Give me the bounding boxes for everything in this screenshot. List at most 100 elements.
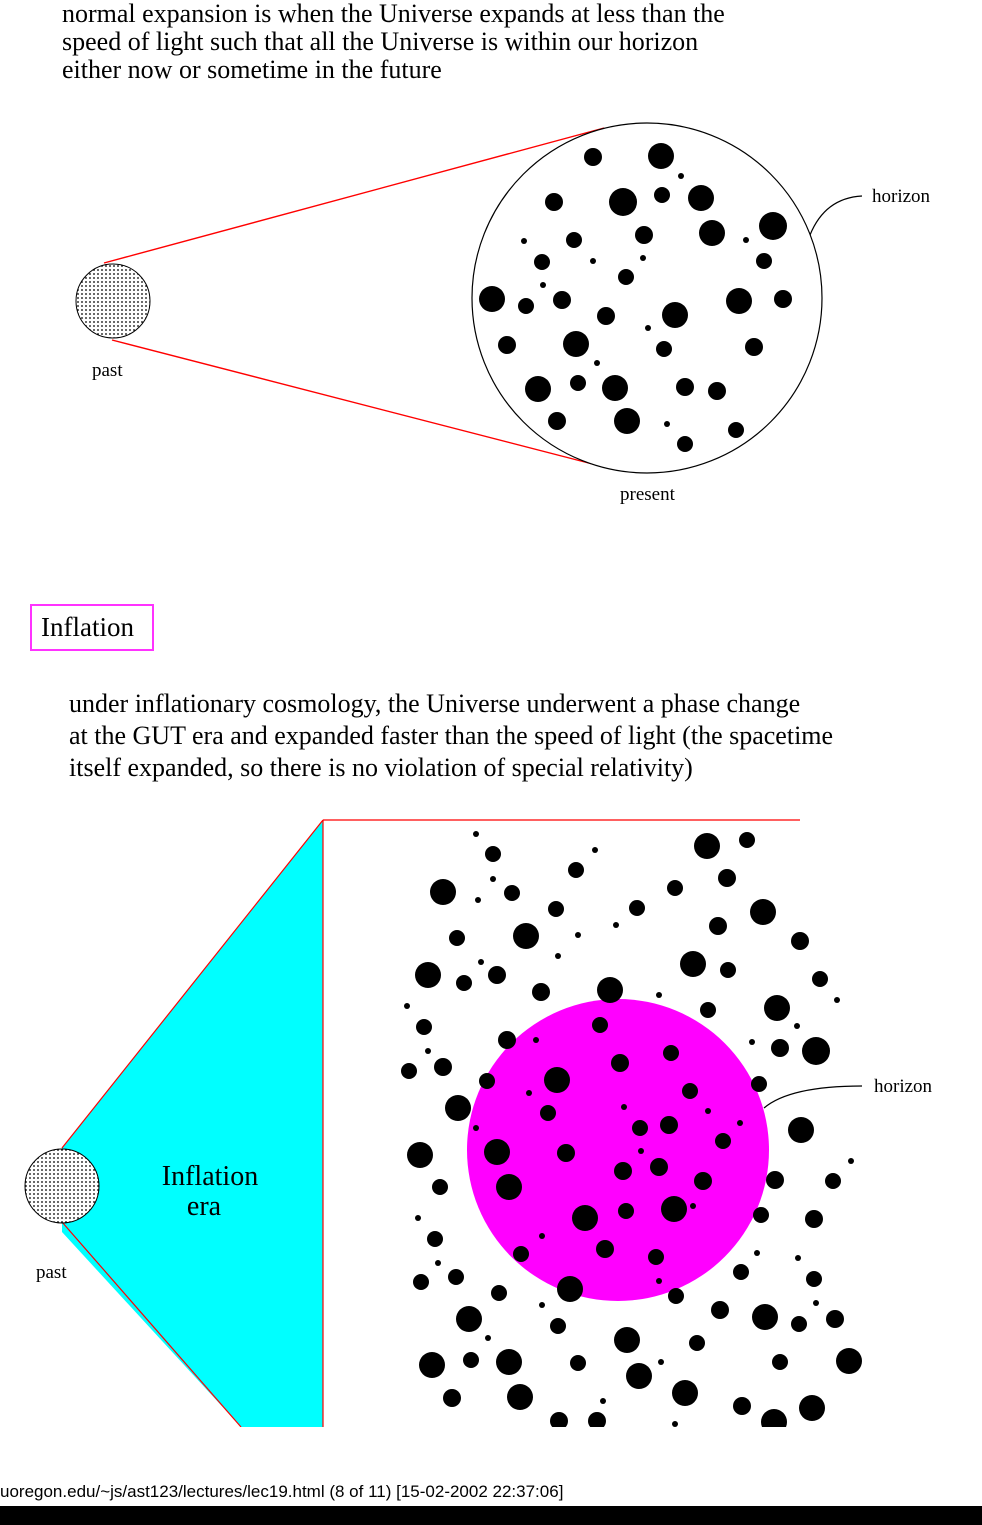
galaxy-dot [635, 226, 653, 244]
galaxy-dot [759, 212, 787, 240]
galaxy-dot [435, 1260, 441, 1266]
inflation-cone-upper-line [61, 819, 324, 1149]
galaxy-dot [621, 1104, 627, 1110]
galaxy-dot [700, 1002, 716, 1018]
galaxy-dot [427, 1231, 443, 1247]
galaxy-dot [794, 1023, 800, 1029]
intro-line-2: speed of light such that all the Univers… [62, 27, 699, 56]
galaxy-dot [416, 1019, 432, 1035]
galaxy-dot [526, 1090, 532, 1096]
inflation-diagram: horizon Inflation era past [24, 819, 933, 1427]
galaxy-dot [836, 1348, 862, 1374]
galaxy-dot [540, 1105, 556, 1121]
past-label: past [92, 360, 123, 381]
section-title-inflation: Inflation [30, 604, 154, 651]
galaxy-dot [518, 298, 534, 314]
galaxy-dot [557, 1144, 575, 1162]
horizon-pointer-line [809, 195, 863, 236]
galaxy-dot [588, 1412, 606, 1427]
galaxy-dot [812, 971, 828, 987]
galaxy-dot [795, 1255, 801, 1261]
galaxy-dot [672, 1380, 698, 1406]
galaxy-dot [656, 341, 672, 357]
galaxy-dot [708, 382, 726, 400]
galaxy-dot [826, 1310, 844, 1328]
galaxy-dot [764, 995, 790, 1021]
galaxy-dot [570, 375, 586, 391]
galaxy-dot [548, 412, 566, 430]
galaxy-dot [491, 1285, 507, 1301]
inflation-text: under inflationary cosmology, the Univer… [69, 688, 969, 784]
galaxy-dot [597, 307, 615, 325]
galaxy-dot [553, 291, 571, 309]
galaxy-dot [788, 1117, 814, 1143]
galaxy-dot [680, 951, 706, 977]
galaxy-dot [475, 897, 481, 903]
galaxy-dot [806, 1271, 822, 1287]
galaxy-dot [430, 879, 456, 905]
galaxy-dot [766, 1171, 784, 1189]
galaxy-dot [544, 1067, 570, 1093]
galaxy-dot [568, 862, 584, 878]
inflation-line-2: at the GUT era and expanded faster than … [69, 721, 834, 750]
galaxy-dot [539, 1302, 545, 1308]
galaxy-dot [496, 1174, 522, 1200]
galaxy-dot [404, 1003, 410, 1009]
intro-text: normal expansion is when the Universe ex… [62, 0, 962, 84]
galaxy-dot [534, 254, 550, 270]
galaxy-dot [690, 1203, 696, 1209]
galaxy-dot [699, 220, 725, 246]
galaxy-dot [540, 282, 546, 288]
light-cone-lower-line [111, 339, 609, 469]
galaxy-dot [739, 832, 755, 848]
inflation-line-3: itself expanded, so there is no violatio… [69, 753, 693, 782]
past-label: past [36, 1262, 67, 1283]
galaxy-dot [834, 997, 840, 1003]
galaxy-dot [419, 1352, 445, 1378]
galaxy-dot [638, 1148, 644, 1154]
galaxy-dot [682, 1083, 698, 1099]
galaxy-dot [676, 378, 694, 396]
galaxy-dot [711, 1301, 729, 1319]
galaxy-dot [550, 1318, 566, 1334]
galaxy-dot [694, 833, 720, 859]
galaxy-dot [490, 876, 496, 882]
galaxy-dot [413, 1274, 429, 1290]
galaxy-dot [726, 288, 752, 314]
galaxy-dot [813, 1300, 819, 1306]
galaxy-dot [640, 255, 646, 261]
galaxy-dot [745, 338, 763, 356]
galaxy-dot [761, 1409, 787, 1427]
galaxy-dot [602, 375, 628, 401]
galaxy-dot [513, 923, 539, 949]
galaxy-dot [629, 900, 645, 916]
galaxy-dot [572, 1205, 598, 1231]
galaxy-dot [668, 1288, 684, 1304]
galaxy-dot [774, 290, 792, 308]
galaxy-dot [678, 173, 684, 179]
inflation-era-region [62, 820, 323, 1427]
galaxy-dot [584, 148, 602, 166]
galaxy-dot [479, 286, 505, 312]
horizon-label: horizon [872, 186, 931, 207]
galaxy-dot [658, 1359, 664, 1365]
galaxy-dot [688, 185, 714, 211]
galaxy-dot [753, 1207, 769, 1223]
galaxy-dot [750, 899, 776, 925]
galaxy-dot [613, 922, 619, 928]
galaxy-dot [456, 975, 472, 991]
galaxy-dot [743, 237, 749, 243]
galaxy-field [401, 831, 862, 1427]
galaxy-dot [432, 1179, 448, 1195]
galaxy-dot [718, 869, 736, 887]
galaxy-dot [733, 1397, 751, 1415]
galaxy-dot [771, 1039, 789, 1057]
horizon-label: horizon [874, 1076, 933, 1097]
galaxy-dot [590, 258, 596, 264]
galaxy-dot [661, 1196, 687, 1222]
galaxy-dot [805, 1210, 823, 1228]
intro-line-3: either now or sometime in the future [62, 55, 442, 84]
galaxy-dot [662, 302, 688, 328]
horizon-region [467, 999, 769, 1301]
galaxy-dot [592, 1017, 608, 1033]
